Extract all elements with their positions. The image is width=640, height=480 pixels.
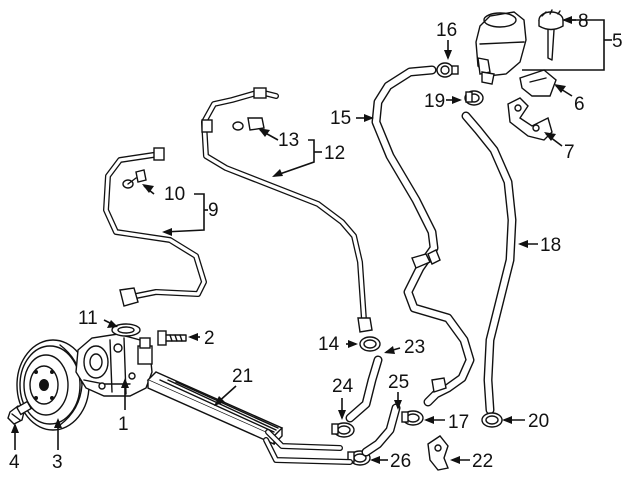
pulley-bolt-part [7, 400, 33, 425]
mounting-bracket-part [507, 97, 553, 141]
callout-12: 12 [324, 143, 345, 164]
clamp-20-part [481, 412, 503, 428]
callout-1: 1 [118, 414, 129, 435]
callout-26: 26 [390, 451, 411, 472]
suction-hose-part [461, 111, 517, 415]
clamp-14-part [359, 336, 381, 352]
pump-bolt-part [157, 330, 187, 346]
reservoir-part [475, 11, 527, 85]
callout-4: 4 [9, 452, 20, 473]
callout-24: 24 [332, 376, 354, 397]
clamp-19-part [464, 90, 484, 106]
callout-13: 13 [278, 130, 299, 151]
clamp-17-part [401, 410, 424, 426]
callout-16: 16 [436, 20, 457, 41]
hose-25-part [361, 403, 401, 457]
callout-7: 7 [564, 142, 575, 163]
pressure-line-part [103, 147, 207, 307]
callout-5: 5 [612, 31, 623, 52]
reservoir-bracket-part [519, 69, 557, 97]
callout-15: 15 [330, 108, 351, 129]
callout-21: 21 [232, 366, 253, 387]
callout-14: 14 [318, 334, 340, 355]
steering-pump-part [75, 333, 153, 397]
return-hose-part [371, 65, 475, 407]
callout-17: 17 [448, 412, 469, 433]
callout-labels: 1 2 3 4 5 6 7 8 9 10 11 12 13 14 15 16 1… [9, 11, 623, 473]
clamp-16-part [436, 62, 459, 78]
clamp-24-part [331, 422, 355, 438]
callout-20: 20 [528, 411, 549, 432]
callout-2: 2 [204, 328, 215, 349]
hose-23-part [345, 355, 383, 423]
callout-23: 23 [404, 337, 425, 358]
pulley-part [16, 339, 90, 431]
callout-9: 9 [208, 200, 219, 221]
callout-25: 25 [388, 372, 409, 393]
callout-18: 18 [540, 235, 561, 256]
callout-19: 19 [424, 91, 445, 112]
reservoir-cap-part [538, 9, 564, 61]
callout-11: 11 [78, 308, 98, 329]
callout-10: 10 [164, 184, 185, 205]
callout-22: 22 [472, 451, 493, 472]
bracket-22-part [427, 435, 449, 471]
callout-6: 6 [574, 94, 585, 115]
callout-8: 8 [578, 11, 589, 32]
callout-3: 3 [52, 452, 63, 473]
o-ring-11-part [111, 323, 141, 337]
callout-leaders [11, 16, 612, 464]
pressure-hose-part [201, 87, 373, 333]
